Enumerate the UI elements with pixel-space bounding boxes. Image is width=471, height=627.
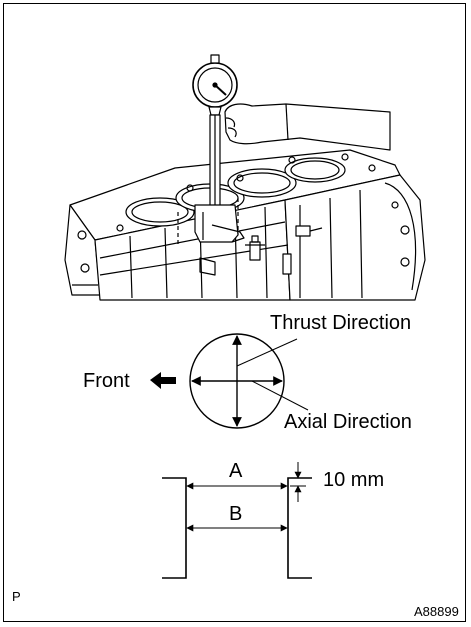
offset-label: 10 mm bbox=[323, 469, 385, 491]
figure-id: A88899 bbox=[414, 604, 459, 619]
dimension-b-label: B bbox=[229, 503, 243, 525]
bore-direction-diagram bbox=[189, 333, 309, 429]
bore-dimension-diagram bbox=[162, 462, 312, 579]
engine-block-illustration bbox=[64, 149, 426, 301]
figure-frame bbox=[3, 3, 466, 622]
dial-gauge-icon bbox=[192, 54, 391, 243]
dimension-a-label: A bbox=[229, 460, 243, 482]
thrust-direction-label: Thrust Direction bbox=[270, 312, 412, 334]
front-label: Front bbox=[83, 370, 130, 392]
arrow-left-icon bbox=[150, 372, 176, 389]
bore-circle bbox=[189, 333, 285, 429]
axial-direction-label: Axial Direction bbox=[284, 411, 412, 433]
thrust-leader-line bbox=[236, 338, 298, 367]
corner-mark: P bbox=[12, 589, 21, 604]
axial-leader-line bbox=[251, 380, 309, 411]
